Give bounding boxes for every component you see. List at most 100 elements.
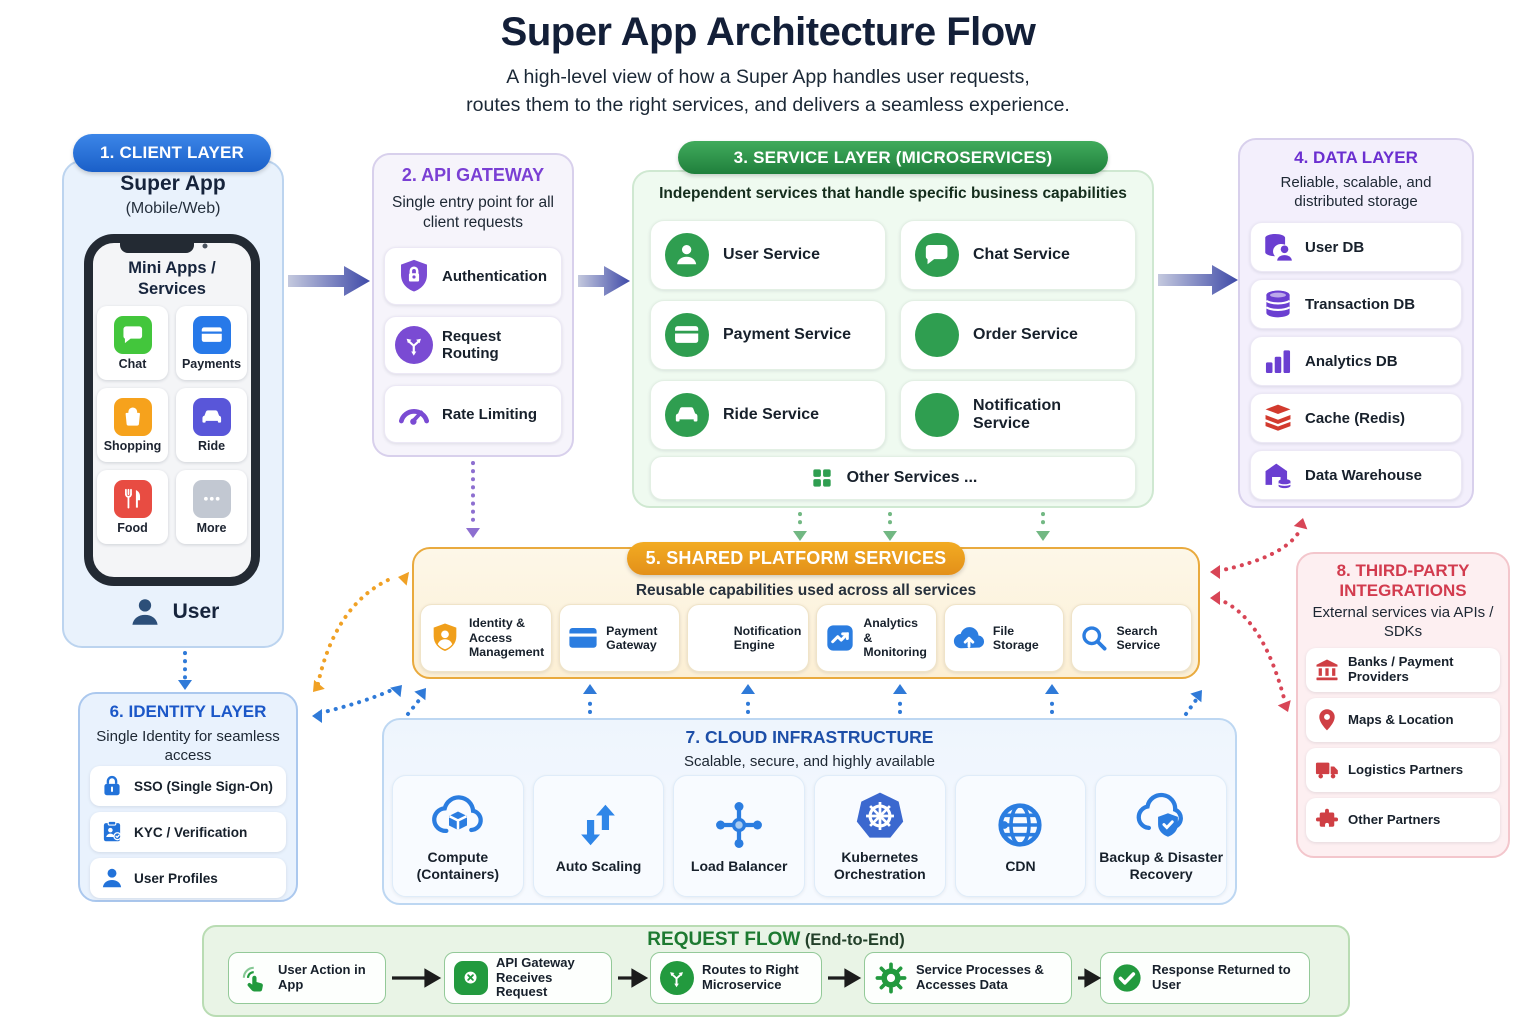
service-label: Notification Service bbox=[973, 397, 1061, 432]
cloud-upload-icon bbox=[952, 621, 986, 655]
cloud-card-load-balancer: Load Balancer bbox=[673, 775, 805, 897]
shared-label: Notification Engine bbox=[733, 623, 802, 653]
api-gateway-description: Single entry point for all client reques… bbox=[392, 194, 554, 231]
data-layer-items: User DB Transaction DB Analytics DB Cach… bbox=[1250, 222, 1462, 500]
thirdparty-label: Logistics Partners bbox=[1348, 761, 1464, 777]
cloud-label: CDN bbox=[1005, 857, 1036, 874]
third-party-header: 8. THIRD-PARTY INTEGRATIONS bbox=[1336, 561, 1470, 601]
user-label: User bbox=[172, 600, 220, 623]
gateway-item-label: Authentication bbox=[442, 267, 547, 285]
data-label: Data Warehouse bbox=[1305, 466, 1422, 484]
cloud-card-cdn: CDN bbox=[954, 775, 1087, 897]
shared-platform-items: Identity & Access Management Payment Gat… bbox=[420, 604, 1192, 672]
gateway-item-label: Request Routing bbox=[442, 328, 502, 362]
tile-label: Chat bbox=[118, 356, 147, 371]
identity-items: SSO (Single Sign-On) KYC / Verification … bbox=[90, 766, 286, 898]
chat-icon bbox=[113, 315, 152, 354]
shield-lock-icon bbox=[395, 257, 433, 295]
service-layer-description: Independent services that handle specifi… bbox=[659, 185, 1127, 202]
food-icon bbox=[113, 479, 152, 518]
service-card-ride: Ride Service bbox=[650, 380, 886, 450]
page-title: Super App Architecture Flow bbox=[500, 10, 1036, 54]
flow-step-label: User Action in App bbox=[278, 962, 366, 992]
person-icon bbox=[665, 233, 709, 277]
cloud-shield-icon bbox=[1134, 789, 1188, 843]
truck-icon bbox=[1314, 757, 1340, 783]
third-party-items: Banks / Payment Providers Maps & Locatio… bbox=[1306, 648, 1500, 842]
api-gateway-items: Authentication Request Routing Rate Limi… bbox=[384, 247, 562, 443]
identity-layer-description: Single Identity for seamless access bbox=[96, 728, 280, 765]
cart-icon bbox=[915, 313, 959, 357]
api-gateway-header: 2. API GATEWAY bbox=[401, 165, 545, 185]
data-card-transaction-db: Transaction DB bbox=[1250, 279, 1462, 329]
data-label: Cache (Redis) bbox=[1305, 409, 1406, 427]
cloud-card-backup: Backup & Disaster Recovery bbox=[1095, 775, 1227, 897]
mini-app-tile-payments: Payments bbox=[176, 306, 247, 380]
service-card-payment: Payment Service bbox=[650, 300, 886, 370]
user-row: User bbox=[62, 594, 284, 630]
shared-card-analytics: Analytics & Monitoring bbox=[816, 604, 937, 672]
shared-card-payment-gateway: Payment Gateway bbox=[559, 604, 680, 672]
request-flow-title: REQUEST FLOW (End-to-End) bbox=[202, 929, 1350, 951]
shared-platform-description: Reusable capabilities used across all se… bbox=[635, 582, 977, 599]
thirdparty-card-logistics: Logistics Partners bbox=[1306, 748, 1500, 792]
cloud-infrastructure-box bbox=[382, 718, 1237, 905]
arrow-gateway-to-services bbox=[578, 266, 630, 296]
tile-label: Payments bbox=[181, 356, 242, 371]
map-pin-icon bbox=[1314, 707, 1340, 733]
service-card-chat: Chat Service bbox=[900, 220, 1136, 290]
load-balancer-icon bbox=[712, 798, 766, 852]
cloud-infrastructure-description: Scalable, secure, and highly available bbox=[684, 753, 935, 770]
flow-step-label: Service Processes & Accesses Data bbox=[916, 962, 1044, 992]
service-card-notification: Notification Service bbox=[900, 380, 1136, 450]
data-card-warehouse: Data Warehouse bbox=[1250, 450, 1462, 500]
page-subtitle-line2: routes them to the right services, and d… bbox=[466, 94, 1070, 116]
service-card-user: User Service bbox=[650, 220, 886, 290]
user-icon bbox=[127, 594, 163, 630]
flow-step-gateway: API Gateway Receives Request bbox=[444, 952, 612, 1004]
service-label: Order Service bbox=[973, 326, 1078, 343]
cloud-label: Load Balancer bbox=[690, 857, 788, 874]
client-app-platform: (Mobile/Web) bbox=[125, 200, 221, 217]
flow-step-response: Response Returned to User bbox=[1100, 952, 1310, 1004]
data-label: Analytics DB bbox=[1305, 352, 1398, 370]
data-layer-header: 4. DATA LAYER bbox=[1294, 148, 1418, 167]
gateway-item-label: Rate Limiting bbox=[442, 405, 538, 423]
thirdparty-label: Maps & Location bbox=[1348, 711, 1454, 727]
third-party-description: External services via APIs / SDKs bbox=[1312, 604, 1494, 641]
chart-square-icon bbox=[824, 622, 856, 654]
mini-app-tile-shopping: Shopping bbox=[97, 388, 168, 462]
chat-icon bbox=[915, 233, 959, 277]
shared-card-notification-engine: Notification Engine bbox=[686, 604, 810, 672]
gateway-icon bbox=[454, 961, 488, 995]
cloud-card-compute: Compute (Containers) bbox=[392, 775, 524, 897]
cloud-items: Compute (Containers) Auto Scaling Load B… bbox=[392, 775, 1227, 897]
mini-app-grid: Chat Payments Shopping Ride Food More bbox=[97, 306, 247, 544]
cloud-card-autoscaling: Auto Scaling bbox=[532, 775, 665, 897]
identity-layer-header: 6. IDENTITY LAYER bbox=[109, 702, 267, 721]
mini-app-tile-ride: Ride bbox=[176, 388, 247, 462]
flow-step-routes: Routes to Right Microservice bbox=[650, 952, 822, 1004]
shared-label: Payment Gateway bbox=[606, 623, 658, 653]
service-label: User Service bbox=[723, 246, 820, 263]
thirdparty-label: Other Partners bbox=[1348, 811, 1441, 827]
person-icon bbox=[99, 865, 125, 891]
cloud-card-kubernetes: Kubernetes Orchestration bbox=[814, 775, 946, 897]
service-card-order: Order Service bbox=[900, 300, 1136, 370]
shared-card-iam: Identity & Access Management bbox=[420, 604, 553, 672]
flow-step-label: Routes to Right Microservice bbox=[702, 962, 799, 992]
service-layer-header: 3. SERVICE LAYER (MICROSERVICES) bbox=[678, 141, 1108, 174]
gauge-icon bbox=[395, 395, 433, 433]
gateway-item-request-routing: Request Routing bbox=[384, 316, 562, 374]
cloud-label: Auto Scaling bbox=[555, 857, 642, 874]
warehouse-icon bbox=[1261, 458, 1295, 492]
phone-heading: Mini Apps / Services bbox=[128, 259, 216, 299]
client-app-name: Super App bbox=[120, 172, 226, 195]
request-flow-title-main: REQUEST FLOW bbox=[647, 929, 801, 950]
service-grid: User Service Chat Service Payment Servic… bbox=[650, 220, 1136, 450]
database-stack-icon bbox=[1261, 287, 1295, 321]
cloud-label: Kubernetes Orchestration bbox=[833, 849, 926, 882]
shared-label: File Storage bbox=[992, 623, 1039, 653]
thirdparty-card-banks: Banks / Payment Providers bbox=[1306, 648, 1500, 692]
search-icon bbox=[1079, 623, 1109, 653]
